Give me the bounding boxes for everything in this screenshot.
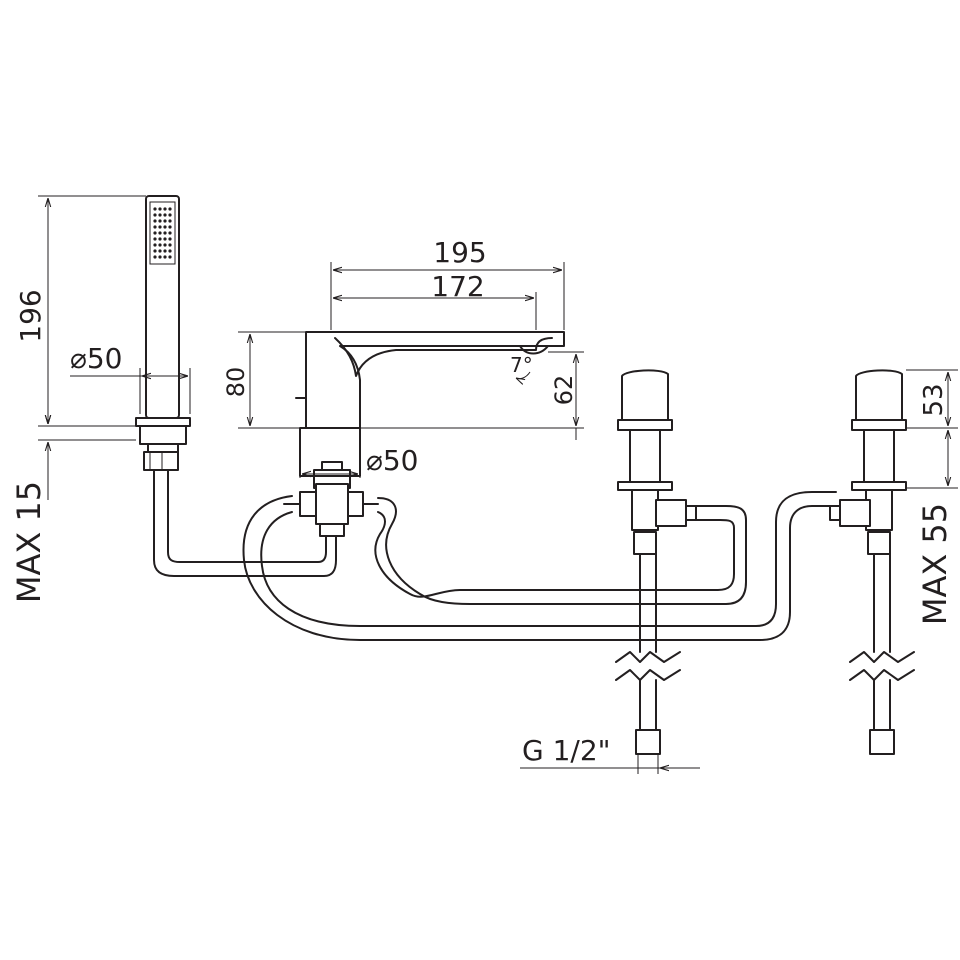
hose-short-loop <box>374 497 747 605</box>
diverter-valve <box>283 461 379 537</box>
label-195: 195 <box>433 236 486 269</box>
label-172: 172 <box>431 270 484 303</box>
dimension-base-diameter <box>299 448 361 478</box>
dimension-angle <box>516 371 531 379</box>
dimension-body-height <box>238 331 306 429</box>
dimension-handshower-diameter <box>70 368 191 414</box>
label-angle: 7° <box>510 353 533 377</box>
diameter-symbol: ⌀ <box>70 342 87 375</box>
spray-nozzle-grid <box>153 207 172 259</box>
dimension-spout-length <box>330 262 565 330</box>
label-base-diameter: ⌀50 <box>366 444 419 477</box>
dimension-196 <box>38 195 146 427</box>
dimension-max-15 <box>38 410 136 500</box>
label-80: 80 <box>222 367 250 398</box>
valve-handle-right <box>829 369 915 755</box>
label-62: 62 <box>550 375 578 406</box>
diameter-symbol: ⌀ <box>366 444 383 477</box>
dimension-handle-height <box>906 369 958 489</box>
valve-handle-left <box>615 369 697 755</box>
label-max-15: MAX 15 <box>10 481 48 603</box>
label-max-55: MAX 55 <box>916 503 954 625</box>
label-thread: G 1/2" <box>522 734 611 767</box>
hand-shower <box>135 195 191 471</box>
hose-long-loop <box>242 491 837 641</box>
dimension-outlet-height <box>360 351 584 440</box>
label-handshower-diameter: ⌀50 <box>70 342 123 375</box>
dimension-thread <box>520 754 700 774</box>
hose-hand-shower <box>153 469 337 577</box>
label-53: 53 <box>919 383 949 416</box>
label-196: 196 <box>14 289 47 342</box>
